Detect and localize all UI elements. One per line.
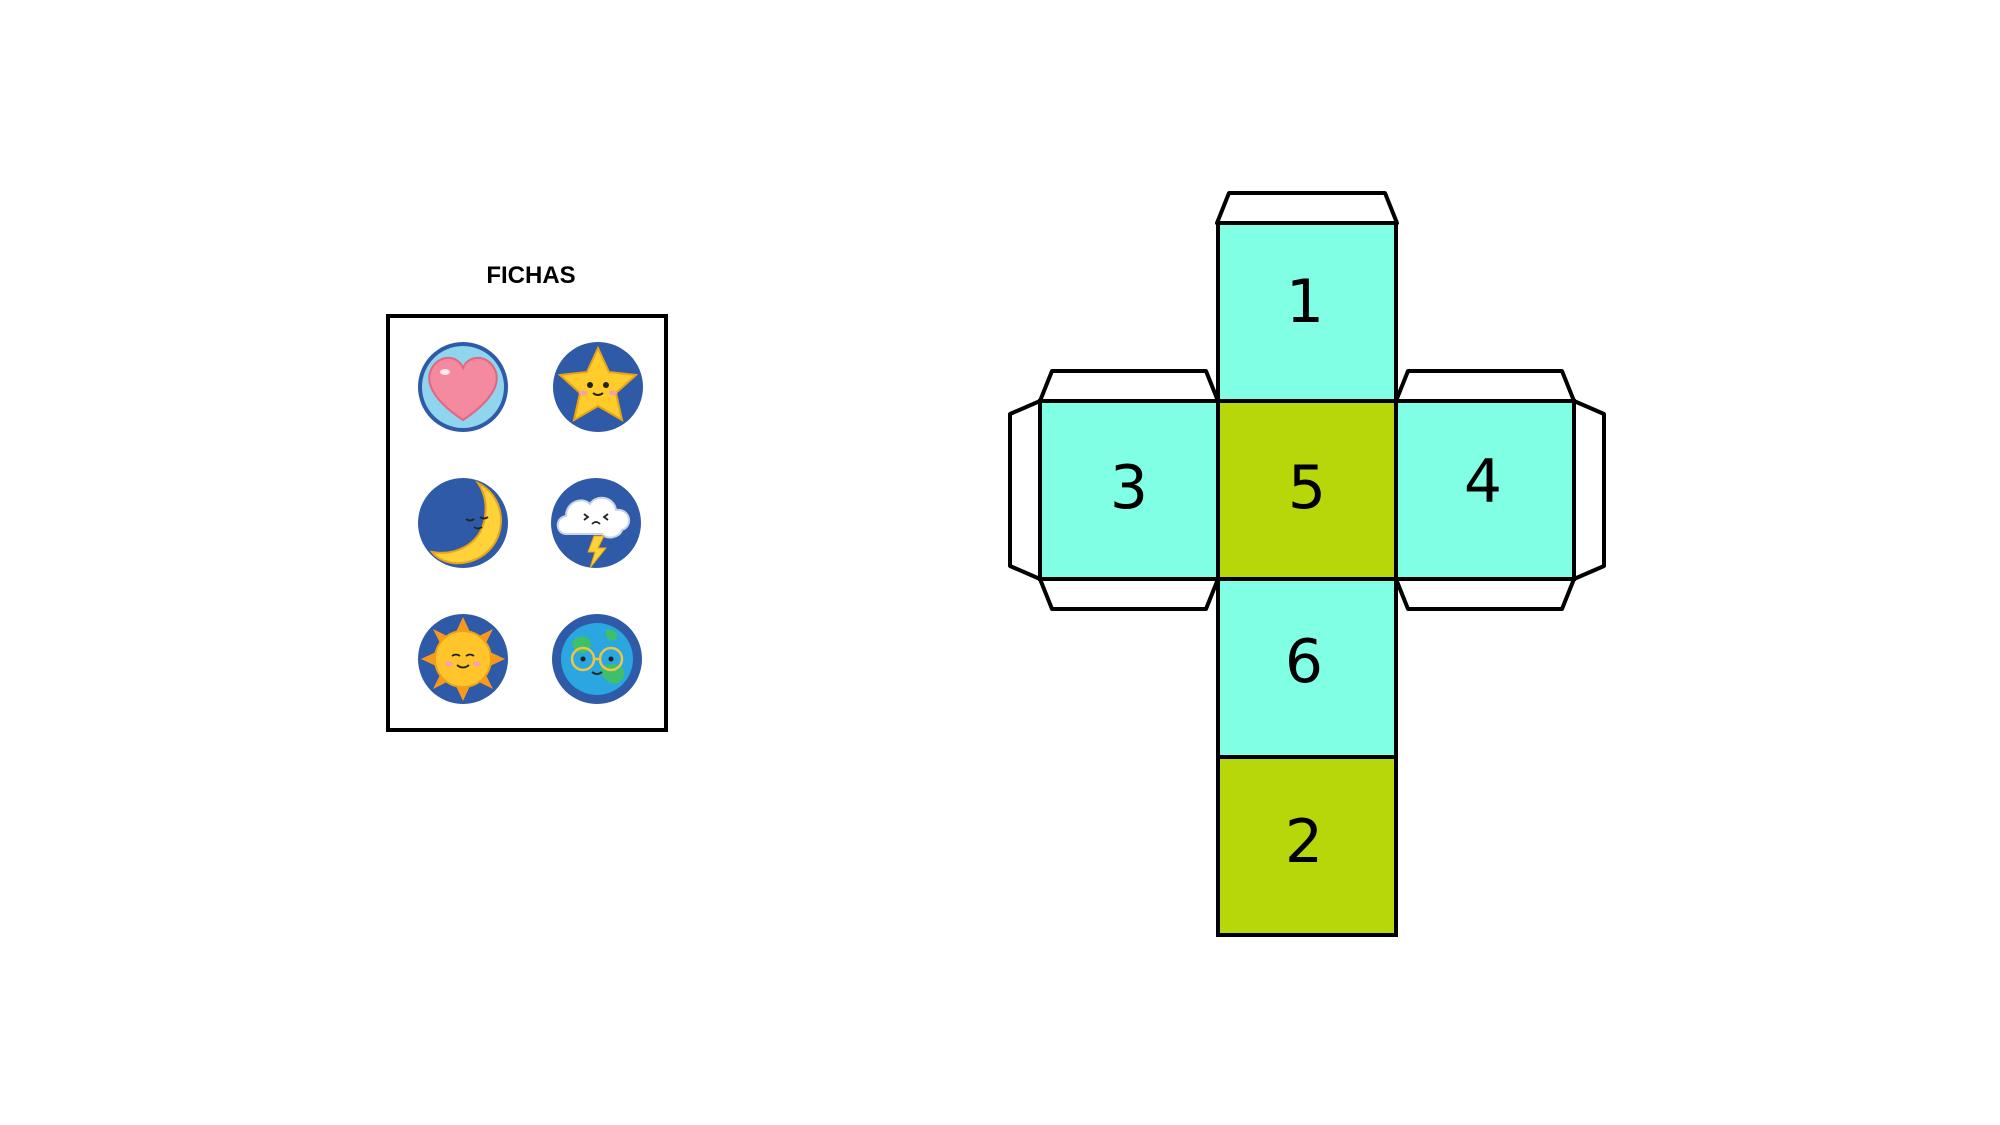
sun-face-icon[interactable] (418, 614, 508, 704)
storm-cloud-icon[interactable] (551, 478, 641, 569)
face-below-number: 6 (1285, 627, 1323, 697)
earth-glasses-icon[interactable] (552, 614, 642, 704)
face-top-number: 1 (1286, 267, 1324, 337)
face-below (1216, 577, 1398, 759)
glue-tab-left-side (1008, 399, 1042, 581)
face-bottom (1216, 755, 1398, 937)
glue-tab-left-bottom (1038, 577, 1220, 611)
face-right-number: 4 (1464, 447, 1502, 517)
glue-tab-top (1215, 191, 1399, 225)
glue-tab-right-top (1394, 369, 1576, 403)
face-right (1394, 399, 1576, 581)
face-center (1216, 399, 1398, 581)
star-face-icon[interactable] (553, 342, 643, 432)
face-center-number: 5 (1288, 453, 1326, 523)
fichas-title: FICHAS (486, 262, 576, 289)
heart-icon[interactable] (418, 342, 508, 432)
glue-tab-right-bottom (1394, 577, 1576, 611)
face-left-number: 3 (1110, 453, 1148, 523)
glue-tab-left-top (1038, 369, 1220, 403)
face-top (1216, 221, 1398, 403)
crescent-moon-icon[interactable] (418, 478, 508, 568)
glue-tab-right-side (1572, 399, 1606, 581)
face-bottom-number: 2 (1285, 807, 1323, 877)
face-left (1038, 399, 1220, 581)
